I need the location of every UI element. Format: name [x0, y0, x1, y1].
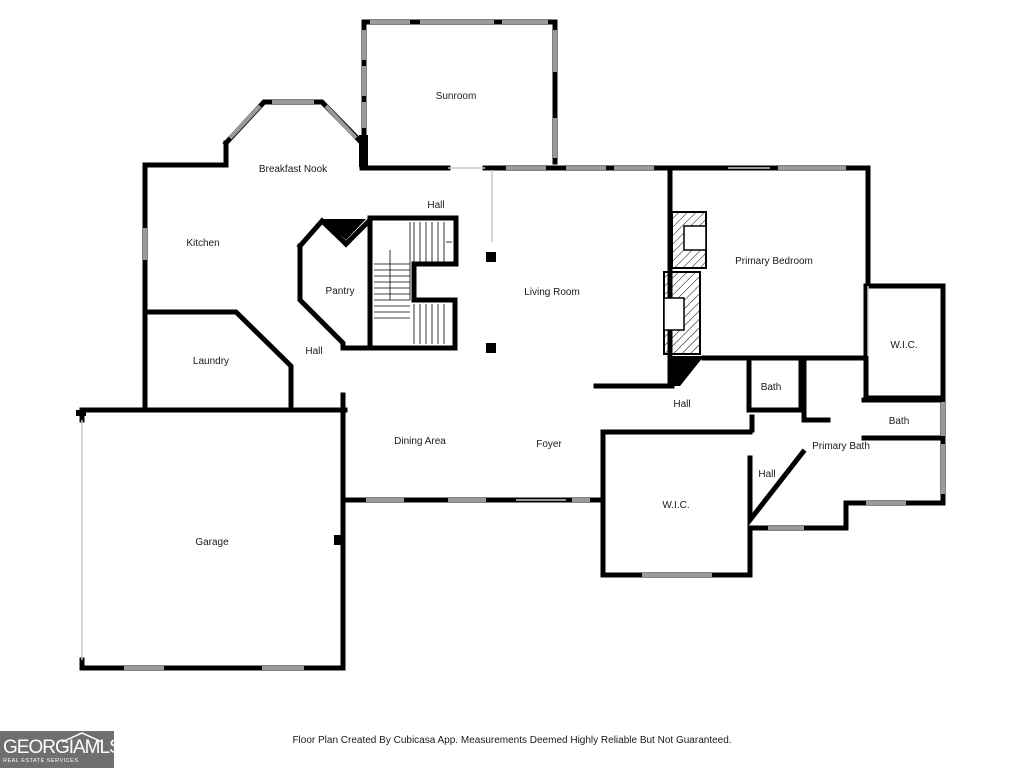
georgia-mls-logo: GEORGIAMLS REAL ESTATE SERVICES	[0, 731, 122, 768]
room-label-hall-top: Hall	[427, 200, 444, 211]
room-label-wic-bottom: W.I.C.	[662, 500, 689, 511]
room-label-bath-right: Bath	[889, 416, 910, 427]
door-openings	[81, 167, 869, 660]
roof-icon	[61, 732, 103, 743]
room-label-wic-right: W.I.C.	[890, 340, 917, 351]
room-label-sunroom: Sunroom	[436, 91, 477, 102]
room-label-primary-bath: Primary Bath	[812, 441, 870, 452]
room-label-primary-bedroom: Primary Bedroom	[735, 256, 813, 267]
room-labels: Sunroom Breakfast Nook Hall Kitchen Pant…	[186, 91, 917, 548]
floor-plan: Sunroom Breakfast Nook Hall Kitchen Pant…	[76, 19, 946, 671]
room-label-hall-mid: Hall	[673, 399, 690, 410]
logo-sub-text: REAL ESTATE SERVICES	[3, 758, 79, 764]
solid-blocks	[76, 135, 704, 545]
room-label-bath-small: Bath	[761, 382, 782, 393]
room-label-pantry: Pantry	[326, 286, 355, 297]
disclaimer-text: Floor Plan Created By Cubicasa App. Meas…	[292, 735, 732, 746]
windows	[124, 20, 945, 670]
room-label-laundry: Laundry	[193, 356, 229, 367]
fireplace	[663, 211, 707, 355]
room-label-hall-small: Hall	[758, 469, 775, 480]
room-label-breakfast-nook: Breakfast Nook	[259, 164, 328, 175]
logo-main-text: GEORGIAMLS	[3, 737, 122, 758]
room-label-dining-area: Dining Area	[394, 436, 446, 447]
room-label-garage: Garage	[195, 537, 229, 548]
stairs	[374, 222, 452, 344]
room-label-kitchen: Kitchen	[186, 238, 219, 249]
walls	[79, 19, 946, 671]
room-label-foyer: Foyer	[536, 439, 562, 450]
room-label-hall-left: Hall	[305, 346, 322, 357]
room-label-living-room: Living Room	[524, 287, 580, 298]
